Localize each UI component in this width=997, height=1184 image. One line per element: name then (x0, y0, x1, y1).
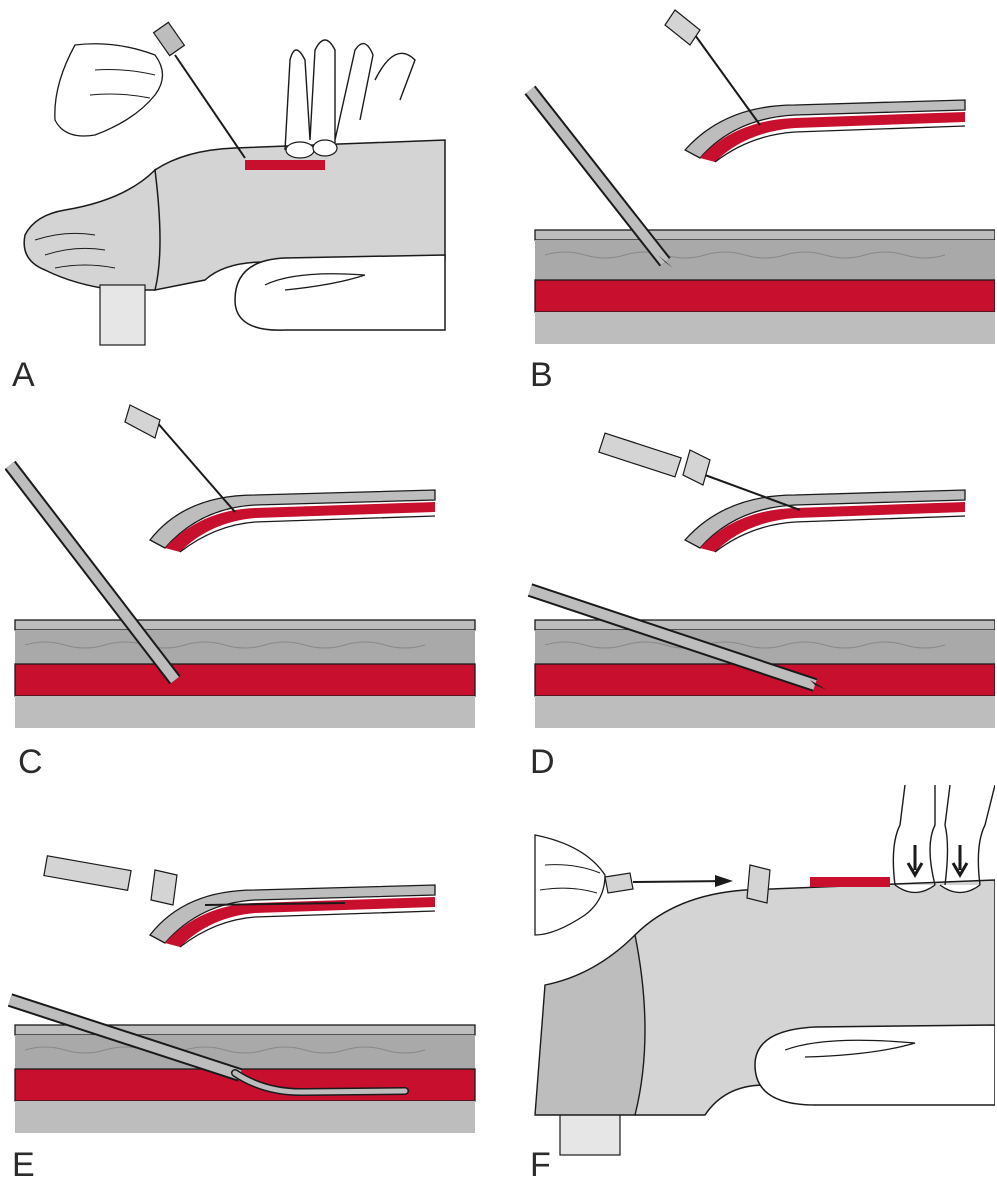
skin-layer (535, 230, 995, 240)
panel-b-illustration (505, 0, 995, 390)
catheter-hub-small (605, 873, 633, 893)
down-arrow-icon (953, 845, 967, 875)
panel-f (505, 785, 995, 1175)
deep-tissue (15, 696, 475, 728)
panel-d-label: D (530, 745, 555, 779)
inset-hub (683, 450, 710, 485)
panel-a-label: A (12, 358, 35, 392)
patient-hand (24, 170, 160, 290)
subcutaneous-tissue (15, 1035, 475, 1069)
pressing-fingers (893, 785, 995, 885)
panel-c (5, 390, 495, 780)
panel-f-illustration (505, 785, 995, 1175)
subcutaneous-tissue (535, 630, 995, 664)
inset-needle (695, 35, 760, 125)
panel-d-illustration (505, 390, 995, 780)
panel-f-label: F (530, 1148, 551, 1182)
towel-roll (235, 255, 445, 330)
inset-hub (665, 10, 700, 45)
down-arrow-icon (908, 845, 922, 875)
panel-b (505, 0, 995, 390)
radial-artery (245, 160, 325, 170)
deep-tissue (15, 1101, 475, 1133)
panel-e-illustration (5, 785, 495, 1175)
inset-needle (155, 420, 235, 512)
inset-hub (151, 870, 177, 905)
deep-tissue (535, 696, 995, 728)
operator-hand-left (55, 44, 163, 136)
artery-cross-section (15, 664, 475, 696)
panel-b-label: B (530, 358, 553, 392)
operator-hand (535, 835, 605, 935)
wrist-strap (100, 285, 145, 345)
needle-hub (154, 22, 185, 55)
deep-tissue (535, 312, 995, 344)
panel-e (5, 785, 495, 1175)
panel-c-label: C (18, 745, 43, 779)
inset-syringe (44, 856, 131, 890)
panel-a (5, 0, 495, 390)
palpating-fingers (285, 40, 415, 150)
advance-arrow (715, 875, 733, 887)
patient-hand (535, 935, 645, 1115)
inset-hub (125, 405, 160, 438)
subcutaneous-tissue (15, 630, 475, 664)
needle (175, 55, 245, 158)
radial-artery (810, 877, 890, 887)
catheter-hub (747, 865, 770, 903)
panel-d (505, 390, 995, 780)
skin-layer (15, 620, 475, 630)
panel-a-illustration (5, 0, 495, 390)
towel-roll (755, 1025, 995, 1105)
panel-c-illustration (5, 390, 495, 780)
artery-cross-section (535, 280, 995, 312)
inset-syringe (599, 433, 681, 477)
artery-cross-section (15, 1069, 475, 1101)
subcutaneous-tissue (535, 240, 995, 280)
panel-e-label: E (12, 1148, 35, 1182)
